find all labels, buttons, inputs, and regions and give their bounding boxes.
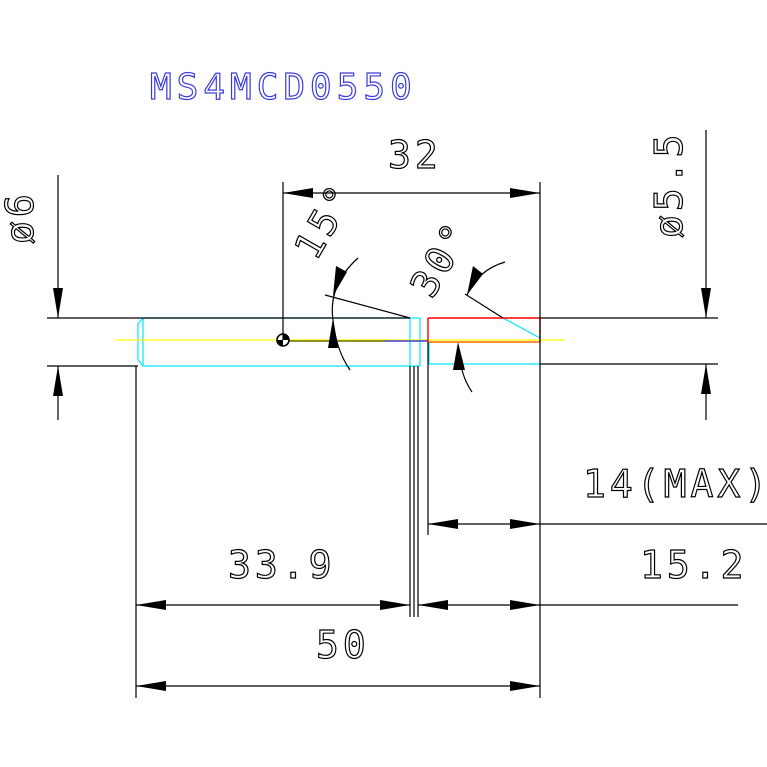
arrow-32-right: [510, 188, 540, 198]
part-outline: [115, 317, 565, 367]
arrow-dia6-top: [53, 288, 63, 318]
arrow-15-bottom: [328, 318, 338, 348]
arrow-30-bottom: [453, 342, 465, 370]
arrow-15-top: [333, 266, 347, 296]
arrow-14-right: [510, 519, 540, 529]
arrow-32-left: [283, 188, 313, 198]
arrow-dia55-bottom: [701, 364, 711, 394]
dim-50-label: 50: [316, 623, 370, 667]
arrowheads: [53, 188, 711, 691]
arrow-dia6-bottom: [53, 366, 63, 396]
dim-dia55-label: ø5.5: [647, 130, 691, 238]
arrow-dia55-top: [701, 288, 711, 318]
dimension-labels: 32 ø6 ø5.5 15° 30° 14(MAX) 33.9 15.2 50: [0, 130, 767, 668]
dim-15deg-label: 15°: [286, 175, 364, 267]
dim-14max-label: 14(MAX): [583, 462, 767, 506]
tip-outline: [427, 317, 541, 343]
dim-152-label: 15.2: [640, 543, 748, 587]
arrow-50-left: [136, 681, 166, 691]
part-number-title: MS4MCD0550: [150, 67, 417, 108]
arrow-14-left: [428, 519, 458, 529]
arrow-30-top: [467, 266, 483, 295]
arrow-50-right: [510, 681, 540, 691]
arrow-339-left: [136, 600, 166, 610]
arrow-152-left: [418, 600, 448, 610]
arrow-152-right: [510, 600, 540, 610]
dim-32-label: 32: [388, 133, 442, 177]
dim-339-label: 33.9: [228, 543, 336, 587]
arrow-339-right: [380, 600, 410, 610]
dim-dia6-label: ø6: [0, 190, 42, 244]
